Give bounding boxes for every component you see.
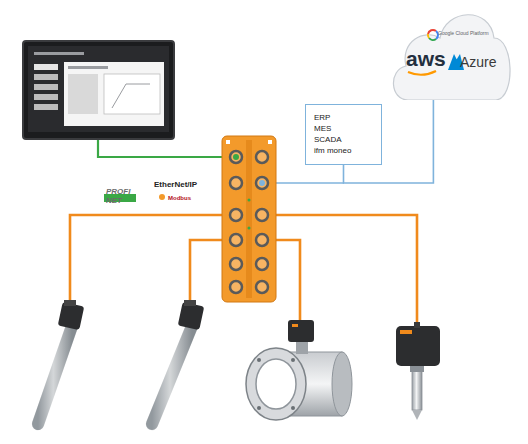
screen-button	[34, 104, 58, 110]
sensor-cable	[70, 215, 229, 306]
protocol-logo: EtherNet/IP	[154, 180, 197, 190]
screen-button	[34, 84, 58, 90]
sensor-cable	[269, 240, 300, 320]
google-cloud-logo	[428, 30, 438, 40]
protocol-logo: PROFI NET	[106, 187, 136, 205]
cloud-provider: Azure	[460, 54, 497, 71]
rod-sensor	[152, 300, 204, 424]
rod-sensor	[38, 300, 84, 424]
io-link-master	[222, 136, 276, 302]
network-link	[344, 100, 434, 183]
cloud-shape	[393, 15, 510, 100]
screen-drawing	[112, 84, 150, 108]
sensor-cable	[269, 215, 417, 326]
screen-image	[104, 74, 160, 114]
fieldbus-wire	[98, 140, 229, 157]
profinet-logo-band	[104, 194, 136, 202]
hmi-panel: PROFI NETEtherNet/IPModbus	[22, 40, 175, 140]
aws-smile	[408, 71, 436, 75]
system-name: ifm moneo	[314, 146, 351, 156]
protocol-logos	[104, 194, 165, 202]
it-systems-box: ERPMESSCADAifm moneo	[305, 104, 382, 165]
screen-button	[34, 94, 58, 100]
flow-monitor	[396, 322, 440, 420]
cloud-provider: Google Cloud Platform	[438, 30, 489, 36]
it-wire	[269, 182, 344, 184]
screen-text-bar	[68, 66, 108, 69]
flow-meter	[246, 320, 352, 420]
sensor-cable	[190, 240, 229, 306]
system-name: SCADA	[314, 135, 342, 145]
screen-panel	[64, 62, 164, 126]
screen-button	[34, 74, 58, 80]
system-name: ERP	[314, 113, 330, 123]
screen-area	[28, 46, 169, 132]
screen-image	[68, 74, 98, 114]
screen-heading-bar	[34, 52, 84, 55]
screen-button	[34, 64, 58, 70]
cloud-platform: Google Cloud Platform aws Azure	[390, 4, 514, 100]
cloud-provider: aws	[406, 46, 446, 71]
modbus-logo-mark	[159, 194, 165, 200]
sensor-cables	[70, 215, 417, 326]
protocol-logo: Modbus	[168, 195, 191, 202]
system-name: MES	[314, 124, 331, 134]
hmi-screen-content	[28, 46, 169, 132]
